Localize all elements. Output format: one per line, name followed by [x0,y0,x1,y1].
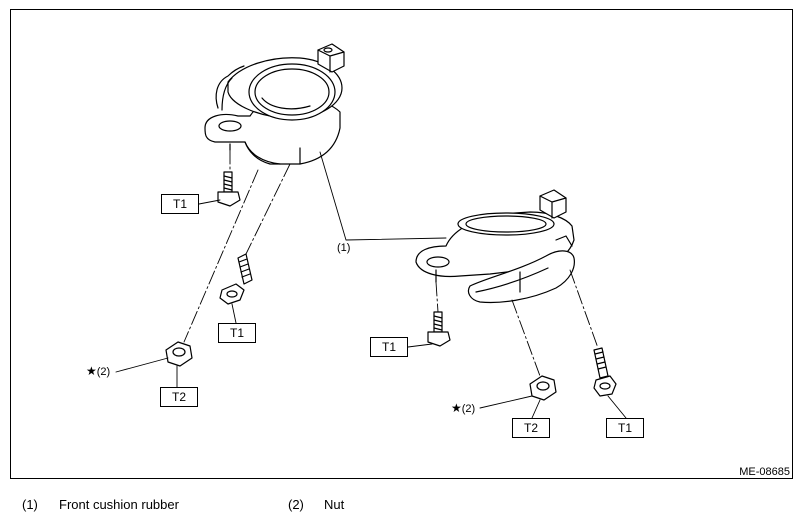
left-upper-bolt [217,171,241,207]
legend-ref-1: (1) [22,497,38,512]
right-nut [529,375,557,401]
diagram-frame [10,9,793,479]
figure-code: ME-08685 [739,466,790,478]
left-nut-callout: ★(2) [86,364,111,378]
legend-text-2: Nut [324,497,345,512]
assembly-centerlines [183,149,599,377]
star-icon: ★ [86,364,97,378]
left-nut [165,341,193,367]
rubber-callout: (1) [337,242,351,254]
torque-tag-t1-left-upper: T1 [161,194,199,214]
right-cushion-rubber [415,189,575,304]
leader-lines [115,151,627,419]
legend-ref-2: (2) [288,497,304,512]
torque-tag-t1-right-upper: T1 [370,337,408,357]
right-lower-bolt [593,347,617,397]
torque-tag-t2-left: T2 [160,387,198,407]
torque-tag-t1-right-lower: T1 [606,418,644,438]
legend-text-1: Front cushion rubber [59,497,179,512]
torque-tag-t1-left-lower: T1 [218,323,256,343]
left-cushion-rubber [204,43,345,165]
left-lower-bolt [219,253,253,305]
torque-tag-t2-right: T2 [512,418,550,438]
right-nut-callout: ★(2) [451,401,476,415]
right-upper-bolt [427,311,451,347]
star-icon: ★ [451,401,462,415]
